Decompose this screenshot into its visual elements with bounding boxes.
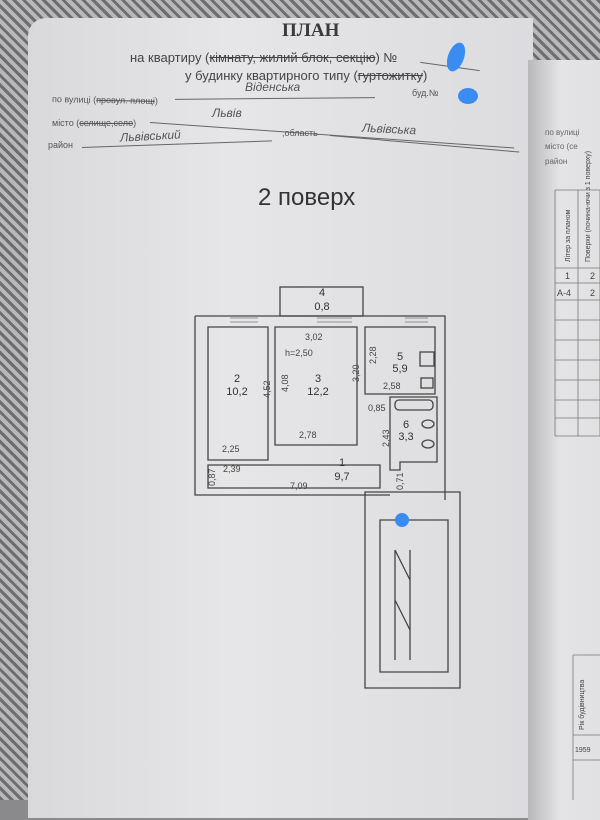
table-cell: 2: [590, 271, 595, 281]
room-5-number: 5: [397, 351, 403, 363]
year-value: 1959: [575, 747, 591, 754]
room-1-outline: [207, 464, 381, 489]
dimension: 3,02: [305, 332, 323, 342]
dimension: 2,78: [299, 430, 317, 440]
district-label: район: [48, 140, 74, 150]
table-cell: А-4: [557, 288, 571, 298]
dimension: 2,39: [223, 464, 241, 474]
dimension: 7,09: [290, 481, 308, 491]
column-header: Літер за планом: [564, 209, 572, 262]
room-3-area: 12,2: [307, 386, 328, 398]
table-cell: 1: [565, 271, 570, 281]
room-2-area: 10,2: [226, 386, 247, 398]
text: ): [422, 68, 428, 83]
stove-icon: [419, 351, 435, 367]
dimension: 0,71: [395, 472, 405, 490]
room-4-number: 4: [319, 287, 325, 299]
city-value: Львів: [212, 106, 242, 120]
text: ): [133, 118, 137, 128]
right-district-label: район: [545, 157, 568, 166]
room-3-outline: [274, 326, 358, 446]
windows: [230, 317, 428, 323]
street-value: Віденська: [245, 80, 301, 94]
struck-text: кімнату, жилий блок, секцію: [209, 50, 376, 65]
ceiling-height: h=2,50: [285, 348, 313, 358]
room-6-outline: [389, 396, 438, 471]
stairs: [394, 549, 411, 660]
outer-wall: [194, 315, 446, 500]
room-6-number: 6: [403, 419, 409, 431]
dimension: 2,28: [368, 346, 378, 364]
right-table: Літер за планом Поверхи (почина-ючи з 1 …: [554, 151, 600, 800]
right-city-label: місто (се: [545, 142, 578, 151]
document-page: [28, 18, 533, 818]
washbasin-icon: [421, 419, 435, 429]
struck-text: селище,село: [79, 118, 134, 128]
document-title: ПЛАН: [282, 20, 340, 41]
dimension: 3,20: [351, 364, 361, 382]
room-5-area: 5,9: [392, 363, 407, 375]
column-header: Поверхи (почина-ючи з 1 поверху): [585, 151, 592, 262]
dimension: 2,43: [381, 429, 391, 447]
dimension: 4,52: [262, 380, 272, 398]
room-6-area: 3,3: [398, 431, 413, 443]
room-1-area: 9,7: [334, 471, 349, 483]
right-street-label: по вулиці: [545, 128, 580, 137]
dimension: 2,58: [383, 381, 401, 391]
building-label: буд.№: [412, 88, 439, 98]
bathtub-icon: [394, 399, 434, 411]
dimension: 0,85: [368, 403, 386, 413]
year-label: Рік будівництва: [578, 680, 586, 730]
sink-icon: [420, 377, 434, 389]
text: місто (: [52, 118, 80, 128]
redaction-dot: [395, 513, 409, 527]
room-3-number: 3: [315, 373, 321, 385]
right-page: [528, 60, 600, 820]
text: на квартиру (: [130, 50, 210, 65]
floor-title: 2 поверх: [258, 184, 356, 211]
text: ) №: [375, 50, 398, 65]
room-4-area: 0,8: [314, 301, 329, 313]
redaction-mark: [458, 88, 478, 104]
toilet-icon: [421, 439, 435, 449]
dimension: 4,08: [280, 374, 290, 392]
building-type-line: у будинку квартирного типу (гуртожитку): [185, 68, 427, 83]
dimension: 0,87: [207, 468, 217, 486]
text: у будинку квартирного типу (: [185, 68, 358, 83]
room-2-outline: [207, 326, 269, 461]
room-5-outline: [364, 326, 436, 395]
room-1-number: 1: [339, 457, 345, 469]
room-2-number: 2: [234, 373, 240, 385]
stairwell-outline: [364, 491, 461, 689]
region-label: ,область: [282, 128, 318, 138]
stairwell-inner: [379, 519, 449, 673]
dimension: 2,25: [222, 444, 240, 454]
struck-text: гуртожитку: [357, 68, 423, 83]
table-cell: 2: [590, 288, 595, 298]
apartment-line: на квартиру (кімнату, жилий блок, секцію…: [130, 50, 397, 65]
floor-plan: 4 0,8 2 10,2 3 12,2 5 5,9 6 3,3 1 9,7 h=…: [194, 286, 461, 689]
city-label: місто (селище,село): [52, 118, 136, 128]
